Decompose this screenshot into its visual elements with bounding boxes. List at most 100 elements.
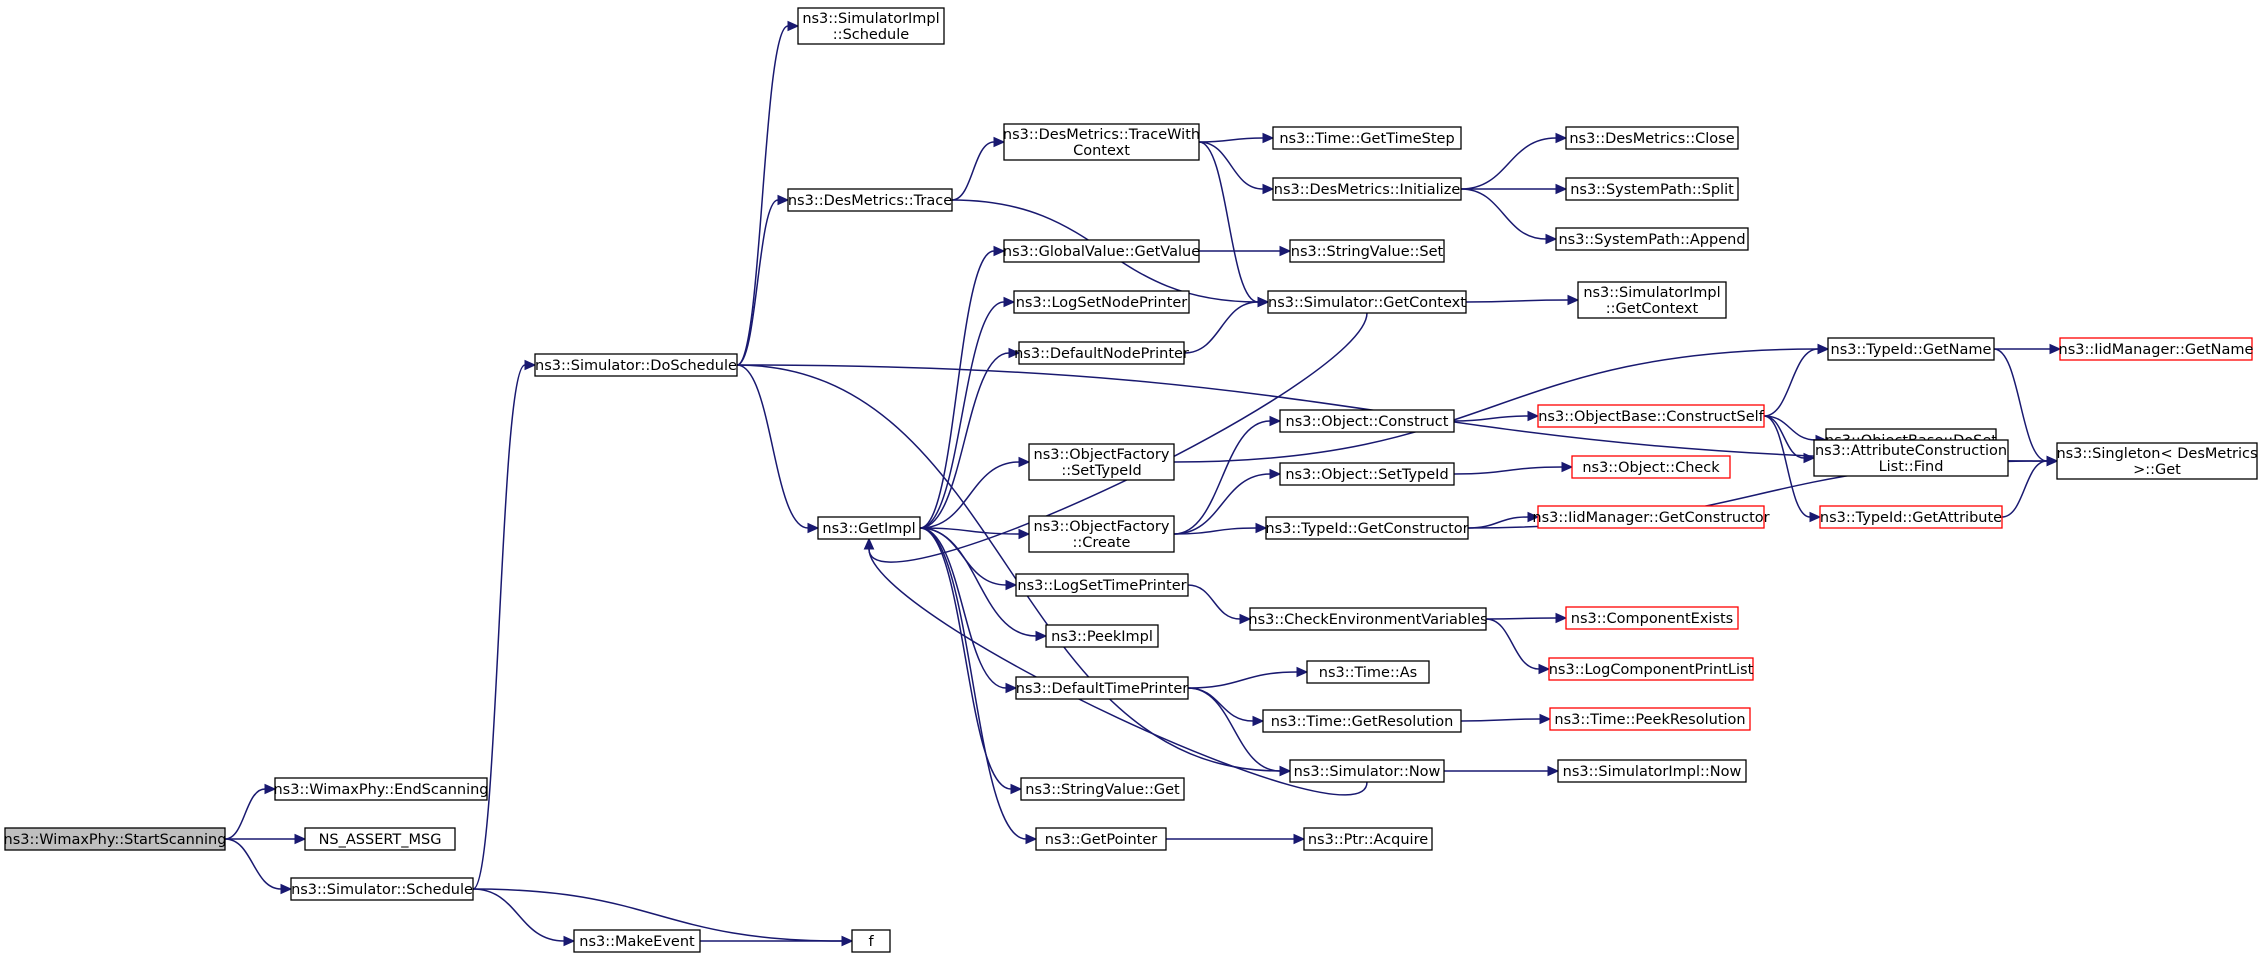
node-singletonget[interactable]: ns3::Singleton< DesMetrics >::Get bbox=[2056, 442, 2258, 480]
node-constructself[interactable]: ns3::ObjectBase::ConstructSelf bbox=[1537, 404, 1765, 428]
node-box-componentexists[interactable] bbox=[1565, 606, 1739, 630]
node-box-objectcheck[interactable] bbox=[1571, 455, 1731, 479]
node-box-typeidgetname[interactable] bbox=[1827, 337, 1995, 361]
node-box-split[interactable] bbox=[1565, 177, 1739, 201]
node-box-attrconstructionlist[interactable] bbox=[1813, 439, 2009, 477]
node-box-constructself[interactable] bbox=[1537, 404, 1765, 428]
node-label-schedule: ns3::Simulator::Schedule bbox=[291, 882, 473, 898]
node-endscanning[interactable]: ns3::WimaxPhy::EndScanning bbox=[273, 777, 489, 801]
node-box-simimplschedule[interactable] bbox=[797, 7, 945, 45]
node-iidgetconstructor[interactable]: ns3::IidManager::GetConstructor bbox=[1532, 505, 1770, 529]
node-box-simulatornow[interactable] bbox=[1289, 759, 1445, 783]
arrowhead-startscanning-to-schedule bbox=[280, 883, 293, 895]
node-split[interactable]: ns3::SystemPath::Split bbox=[1565, 177, 1739, 201]
node-box-objectsettypeid[interactable] bbox=[1279, 462, 1455, 486]
node-desmetricstrace[interactable]: ns3::DesMetrics::Trace bbox=[787, 188, 953, 212]
node-objectconstruct[interactable]: ns3::Object::Construct bbox=[1279, 409, 1455, 433]
node-box-getcontext[interactable] bbox=[1267, 290, 1467, 314]
node-box-simimplgetcontext[interactable] bbox=[1577, 281, 1727, 319]
node-box-desmetricstrace[interactable] bbox=[787, 188, 953, 212]
node-box-defaultnodeprinter[interactable] bbox=[1018, 341, 1185, 365]
node-box-startscanning[interactable] bbox=[4, 827, 226, 851]
node-box-iidgetconstructor[interactable] bbox=[1537, 505, 1765, 529]
node-box-getconstructor[interactable] bbox=[1265, 516, 1469, 540]
node-box-timeas[interactable] bbox=[1306, 660, 1430, 684]
node-peekimpl[interactable]: ns3::PeekImpl bbox=[1045, 624, 1159, 648]
node-close[interactable]: ns3::DesMetrics::Close bbox=[1565, 126, 1739, 150]
node-simimplschedule[interactable]: ns3::SimulatorImpl::Schedule bbox=[797, 7, 945, 45]
node-box-checkenv[interactable] bbox=[1249, 607, 1487, 631]
node-box-timegetresolution[interactable] bbox=[1262, 709, 1462, 733]
node-simimplnow[interactable]: ns3::SimulatorImpl::Now bbox=[1557, 759, 1747, 783]
node-defaulttimeprinter[interactable]: ns3::DefaultTimePrinter bbox=[1015, 676, 1189, 700]
node-stringvalueget[interactable]: ns3::StringValue::Get bbox=[1020, 777, 1185, 801]
node-timeas[interactable]: ns3::Time::As bbox=[1306, 660, 1430, 684]
node-logsetnodeprinter[interactable]: ns3::LogSetNodePrinter bbox=[1013, 290, 1190, 314]
node-box-peekimpl[interactable] bbox=[1045, 624, 1159, 648]
node-box-doschedule[interactable] bbox=[534, 353, 738, 377]
node-getimpl[interactable]: ns3::GetImpl bbox=[817, 516, 921, 540]
node-box-logsettimeprinter[interactable] bbox=[1015, 573, 1189, 597]
node-doschedule[interactable]: ns3::Simulator::DoSchedule bbox=[534, 353, 738, 377]
node-f[interactable]: f bbox=[851, 929, 891, 953]
node-box-defaulttimeprinter[interactable] bbox=[1015, 676, 1189, 700]
node-getcontext[interactable]: ns3::Simulator::GetContext bbox=[1267, 290, 1467, 314]
node-box-gettimestep[interactable] bbox=[1272, 126, 1462, 150]
node-makeevent[interactable]: ns3::MakeEvent bbox=[573, 929, 701, 953]
node-timegetresolution[interactable]: ns3::Time::GetResolution bbox=[1262, 709, 1462, 733]
node-box-schedule[interactable] bbox=[290, 877, 474, 901]
node-objectsettypeid[interactable]: ns3::Object::SetTypeId bbox=[1279, 462, 1455, 486]
node-stringvalueset[interactable]: ns3::StringValue::Set bbox=[1289, 239, 1445, 263]
node-initialize[interactable]: ns3::DesMetrics::Initialize bbox=[1272, 177, 1462, 201]
node-logsettimeprinter[interactable]: ns3::LogSetTimePrinter bbox=[1015, 573, 1189, 597]
node-schedule[interactable]: ns3::Simulator::Schedule bbox=[290, 877, 474, 901]
node-gettimestep[interactable]: ns3::Time::GetTimeStep bbox=[1272, 126, 1462, 150]
node-box-ptracquire[interactable] bbox=[1303, 827, 1433, 851]
node-checkenv[interactable]: ns3::CheckEnvironmentVariables bbox=[1248, 607, 1488, 631]
node-box-simimplnow[interactable] bbox=[1557, 759, 1747, 783]
node-box-endscanning[interactable] bbox=[274, 777, 488, 801]
node-box-tracewithcontext[interactable] bbox=[1003, 123, 1200, 161]
node-box-stringvalueset[interactable] bbox=[1289, 239, 1445, 263]
node-ptracquire[interactable]: ns3::Ptr::Acquire bbox=[1303, 827, 1433, 851]
node-objfactorycreate[interactable]: ns3::ObjectFactory::Create bbox=[1028, 515, 1175, 553]
node-box-getimpl[interactable] bbox=[817, 516, 921, 540]
node-objfactorysettypeid[interactable]: ns3::ObjectFactory::SetTypeId bbox=[1028, 443, 1175, 481]
node-append[interactable]: ns3::SystemPath::Append bbox=[1555, 227, 1749, 251]
node-box-globalvalue[interactable] bbox=[1003, 239, 1200, 263]
node-getconstructor[interactable]: ns3::TypeId::GetConstructor bbox=[1265, 516, 1469, 540]
node-globalvalue[interactable]: ns3::GlobalValue::GetValue bbox=[1003, 239, 1200, 263]
node-box-nsassert[interactable] bbox=[304, 827, 456, 851]
node-box-initialize[interactable] bbox=[1272, 177, 1462, 201]
node-box-close[interactable] bbox=[1565, 126, 1739, 150]
node-box-logsetnodeprinter[interactable] bbox=[1013, 290, 1190, 314]
node-getattribute[interactable]: ns3::TypeId::GetAttribute bbox=[1819, 505, 2003, 529]
node-getpointer[interactable]: ns3::GetPointer bbox=[1035, 827, 1167, 851]
node-box-getpointer[interactable] bbox=[1035, 827, 1167, 851]
node-defaultnodeprinter[interactable]: ns3::DefaultNodePrinter bbox=[1014, 341, 1189, 365]
node-box-makeevent[interactable] bbox=[573, 929, 701, 953]
node-typeidgetname[interactable]: ns3::TypeId::GetName bbox=[1827, 337, 1995, 361]
node-box-objfactorycreate[interactable] bbox=[1028, 515, 1175, 553]
node-logcomponentprintlist[interactable]: ns3::LogComponentPrintList bbox=[1548, 657, 1754, 681]
node-box-stringvalueget[interactable] bbox=[1020, 777, 1185, 801]
node-box-singletonget[interactable] bbox=[2056, 442, 2258, 480]
node-simulatornow[interactable]: ns3::Simulator::Now bbox=[1289, 759, 1445, 783]
node-box-peekresolution[interactable] bbox=[1549, 707, 1751, 731]
node-startscanning[interactable]: ns3::WimaxPhy::StartScanning bbox=[4, 827, 227, 851]
node-box-objfactorysettypeid[interactable] bbox=[1028, 443, 1175, 481]
node-nsassert[interactable]: NS_ASSERT_MSG bbox=[304, 827, 456, 851]
node-box-iidgetname[interactable] bbox=[2059, 337, 2253, 361]
node-iidgetname[interactable]: ns3::IidManager::GetName bbox=[2059, 337, 2254, 361]
node-box-getattribute[interactable] bbox=[1819, 505, 2003, 529]
node-box-append[interactable] bbox=[1555, 227, 1749, 251]
node-peekresolution[interactable]: ns3::Time::PeekResolution bbox=[1549, 707, 1751, 731]
node-box-objectconstruct[interactable] bbox=[1279, 409, 1455, 433]
node-componentexists[interactable]: ns3::ComponentExists bbox=[1565, 606, 1739, 630]
node-box-logcomponentprintlist[interactable] bbox=[1548, 657, 1754, 681]
node-simimplgetcontext[interactable]: ns3::SimulatorImpl::GetContext bbox=[1577, 281, 1727, 319]
node-box-f[interactable] bbox=[851, 929, 891, 953]
node-objectcheck[interactable]: ns3::Object::Check bbox=[1571, 455, 1731, 479]
